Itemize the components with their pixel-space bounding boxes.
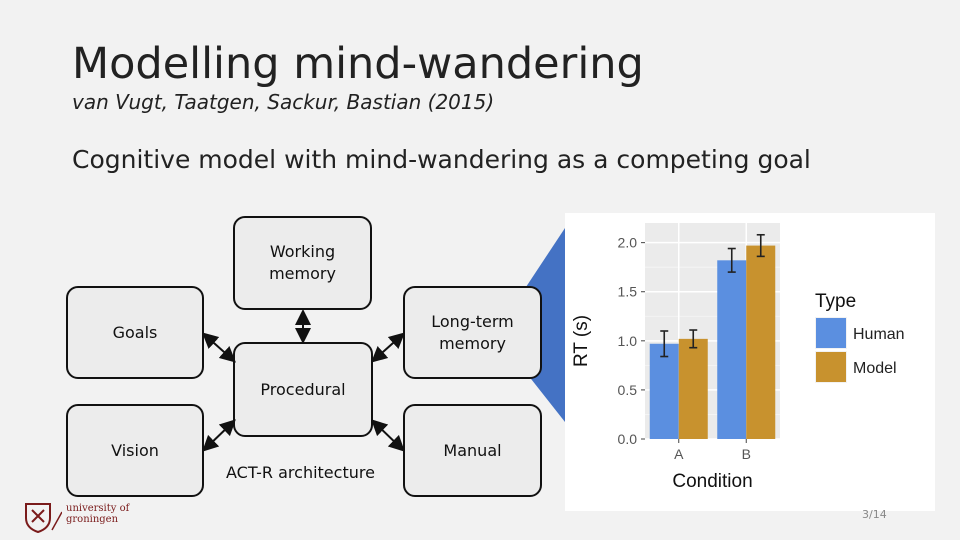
- university-crest-icon: [25, 503, 62, 534]
- slide-title: Modelling mind-wandering: [72, 39, 644, 89]
- manual-box: Manual: [403, 404, 542, 497]
- x-axis-title: Condition: [672, 471, 752, 492]
- page-number: 3/14: [862, 508, 887, 521]
- legend-swatch-model: [816, 352, 846, 382]
- bar-model-b: [746, 245, 776, 439]
- architecture-caption: ACT-R architecture: [226, 463, 375, 482]
- logo-line-1: university of: [66, 503, 130, 514]
- university-logo-text: university of groningen: [66, 503, 129, 525]
- y-tick-label: 0.0: [618, 431, 638, 447]
- logo-line-2: groningen: [66, 514, 119, 525]
- legend-swatch-human: [816, 318, 846, 348]
- x-tick-label: B: [742, 446, 751, 462]
- arrow-vision-procedural: [202, 419, 236, 452]
- procedural-box: Procedural: [233, 342, 373, 437]
- y-tick-label: 2.0: [618, 235, 638, 251]
- slide-lead-text: Cognitive model with mind-wandering as a…: [72, 145, 811, 174]
- arrow-manual-procedural: [371, 419, 405, 452]
- bar-human-a: [649, 343, 679, 439]
- y-axis-title: RT (s): [571, 315, 592, 367]
- y-tick-label: 1.0: [618, 333, 638, 349]
- legend-label-model: Model: [853, 360, 897, 377]
- bar-human-b: [717, 260, 747, 439]
- arrow-ltm-procedural: [371, 332, 405, 363]
- legend-title: Type: [815, 291, 856, 312]
- long-term-memory-box: Long-term memory: [403, 286, 542, 379]
- y-tick-label: 0.5: [618, 382, 638, 398]
- rt-bar-chart: 0.0 0.5 1.0 1.5 2.0A B Condition RT (s) TypeHuma…: [571, 223, 905, 492]
- x-tick-label: A: [674, 446, 684, 462]
- legend-label-human: Human: [853, 326, 905, 343]
- working-memory-box: Working memory: [233, 216, 372, 310]
- y-tick-label: 1.5: [618, 284, 638, 300]
- bar-model-a: [678, 338, 708, 439]
- arrow-goals-procedural: [202, 332, 236, 363]
- vision-box: Vision: [66, 404, 204, 497]
- slide-authors: van Vugt, Taatgen, Sackur, Bastian (2015…: [72, 90, 495, 114]
